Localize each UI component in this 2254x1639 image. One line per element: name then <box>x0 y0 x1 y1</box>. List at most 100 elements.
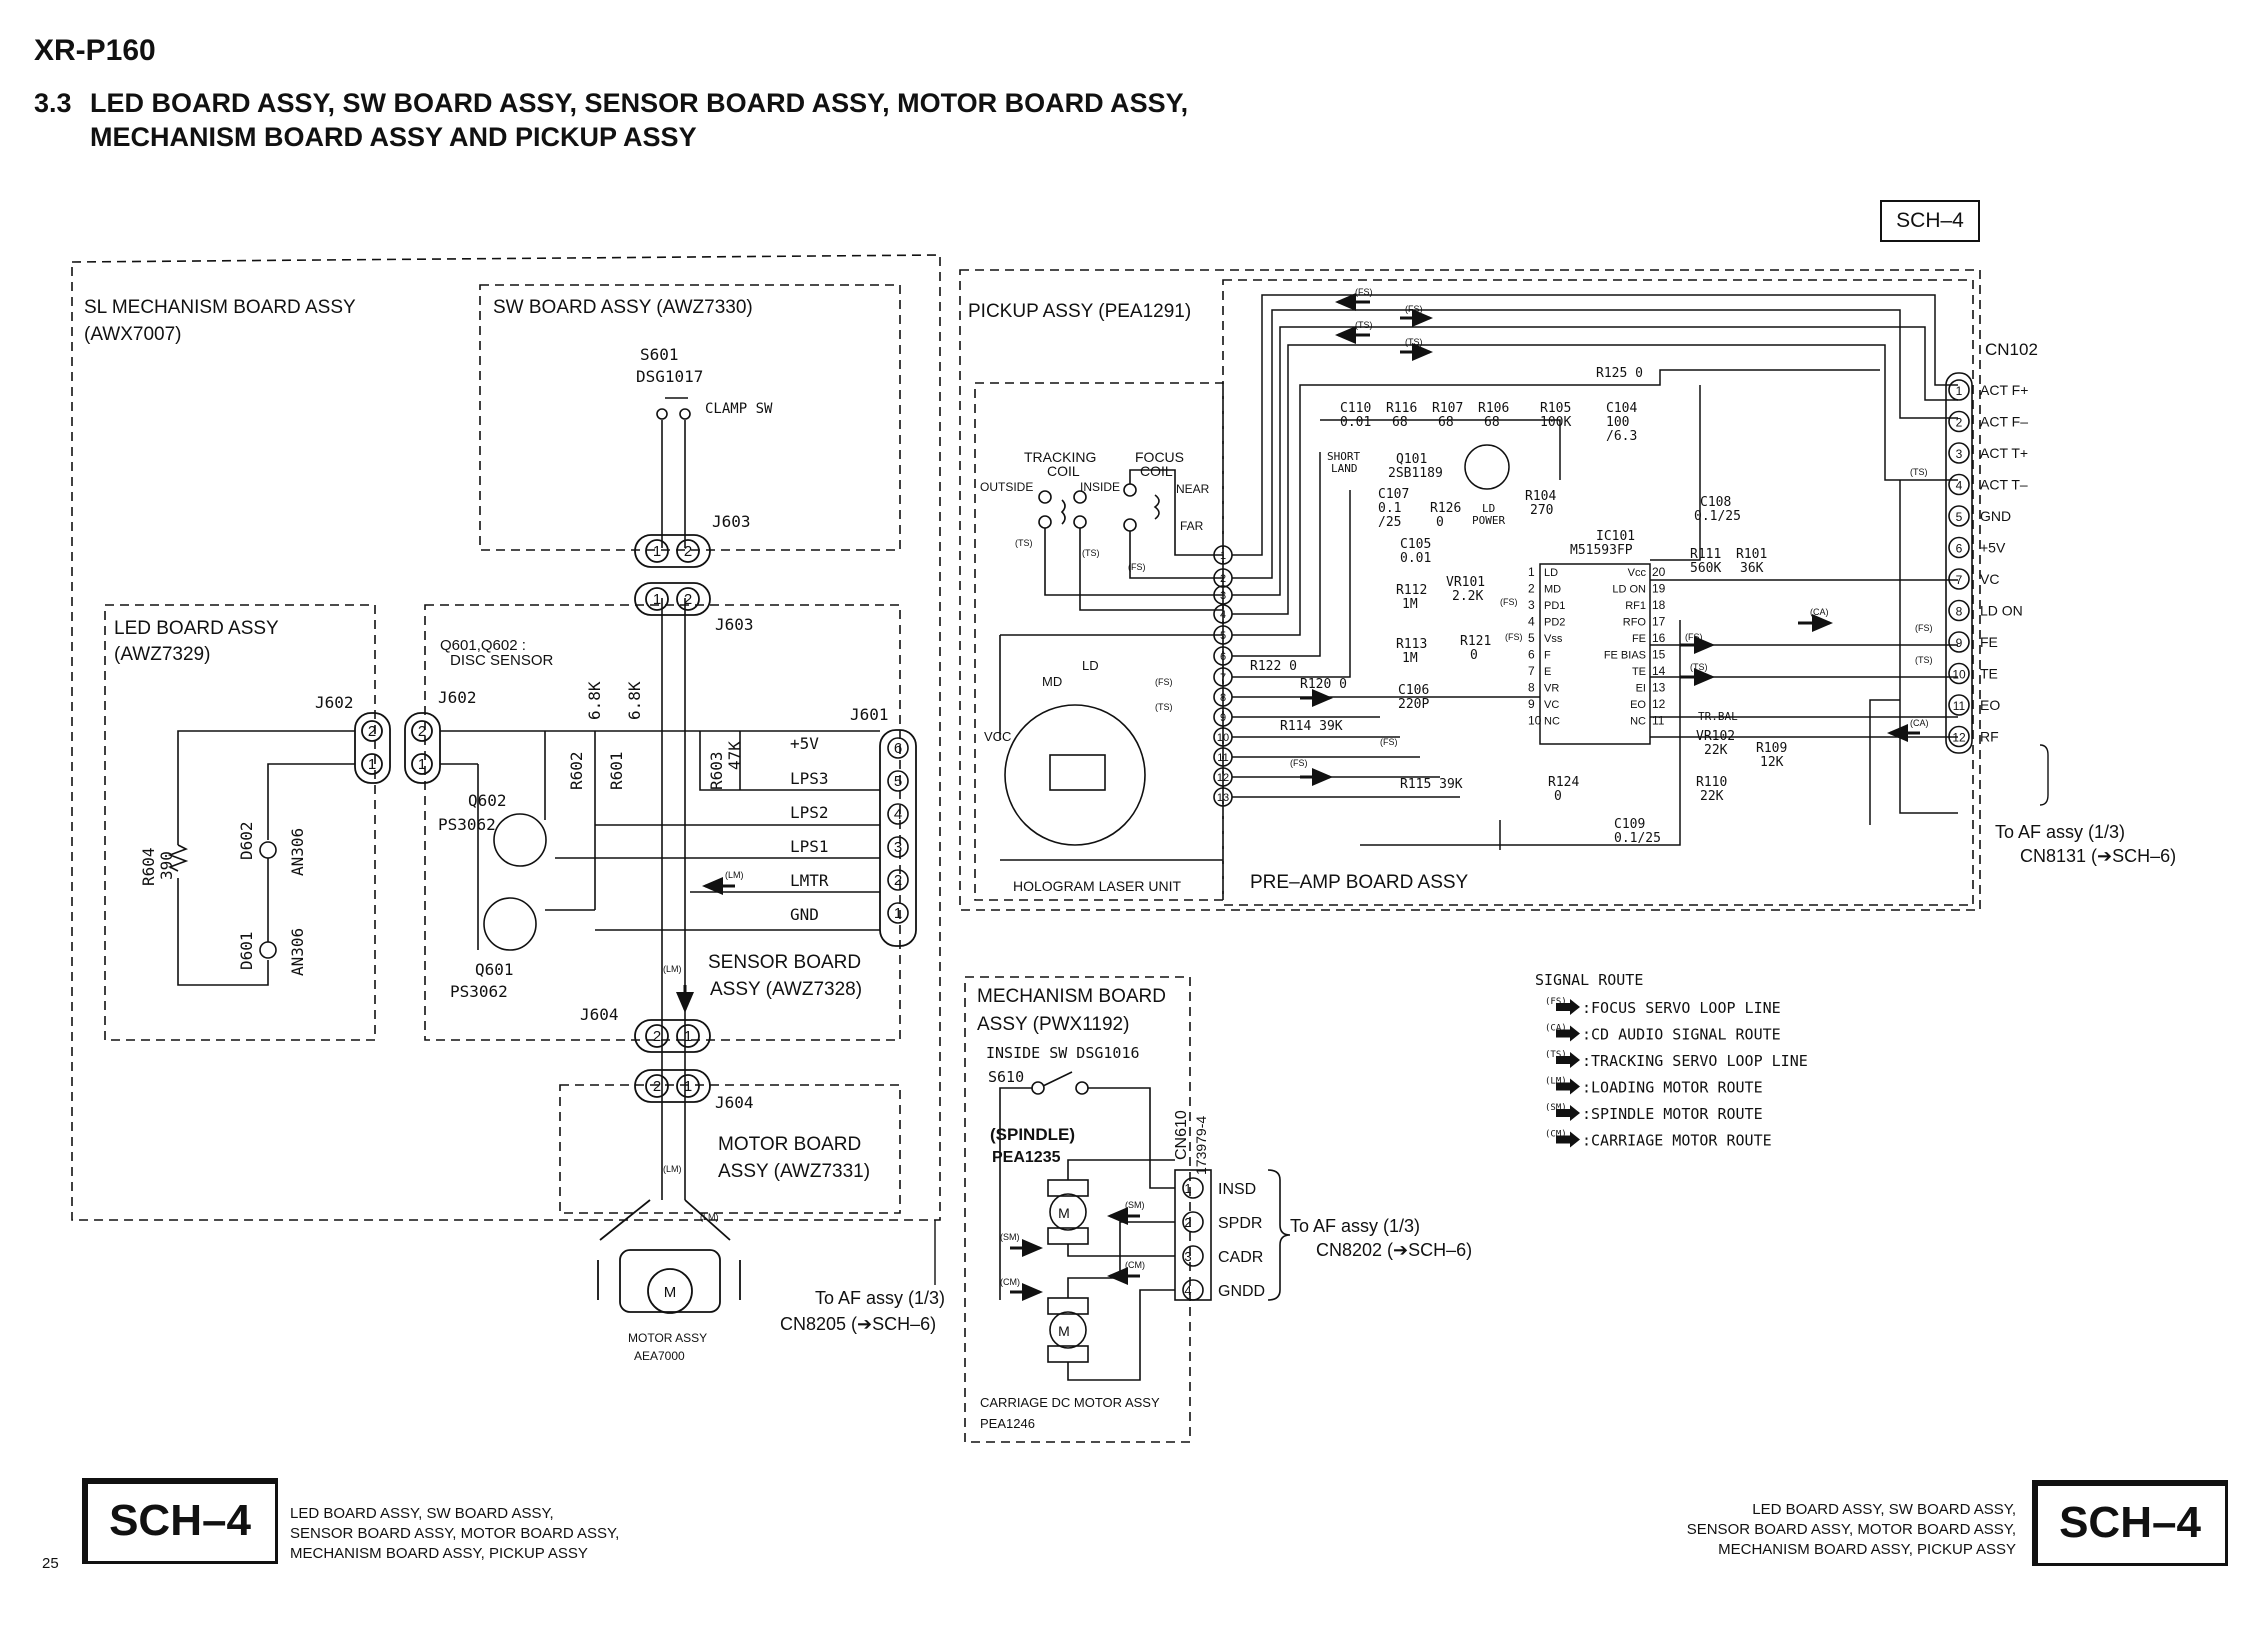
ic101-pin-num-right: 17 <box>1652 615 1666 629</box>
signal-legend: SIGNAL ROUTE (FS):FOCUS SERVO LOOP LINE(… <box>1535 971 1808 1150</box>
label-r603: R603 <box>707 751 726 790</box>
route-tag-fs-8: (FS) <box>1505 632 1523 642</box>
label-q602: Q602 <box>468 791 507 810</box>
label-near: NEAR <box>1176 482 1210 496</box>
label-r603-value: 47K <box>725 741 744 770</box>
footer-sch-right: SCH–4 <box>2032 1480 2228 1566</box>
cn102-pin-label: TE <box>1980 666 1998 682</box>
label-motor-assy: MOTOR ASSY <box>628 1331 707 1345</box>
svg-text:5: 5 <box>894 773 902 790</box>
svg-text:2: 2 <box>653 1028 661 1045</box>
svg-text:2: 2 <box>684 591 692 608</box>
route-tag-ts-8: (TS) <box>1910 467 1928 477</box>
svg-text:8: 8 <box>1220 692 1226 704</box>
svg-text:1: 1 <box>1184 1181 1191 1196</box>
ic101-pin-label-right: FE <box>1632 633 1646 645</box>
svg-text:2: 2 <box>1220 573 1226 585</box>
label-carriage: CARRIAGE DC MOTOR ASSY <box>980 1395 1160 1410</box>
cn102-pin <box>1948 662 1970 685</box>
label-r120: R120 0 <box>1300 677 1347 692</box>
label-disc-sensor: DISC SENSOR <box>450 652 554 669</box>
route-tag-ts-1: (TS) <box>1355 320 1373 330</box>
label-r113-value: 1M <box>1402 651 1418 666</box>
ic101-pin-num-left: 2 <box>1528 582 1535 596</box>
cn102-pin-number: 7 <box>1956 573 1963 587</box>
label-cn8131: CN8131 (➔SCH–6) <box>2020 846 2176 866</box>
cn102-pin-label: ACT T+ <box>1980 445 2028 461</box>
ic101-pin-label-right: RFO <box>1623 617 1647 629</box>
label-cn610: CN610 <box>1173 1110 1190 1160</box>
label-r111: R111 <box>1690 547 1721 562</box>
label-tracking-coil: COIL <box>1047 463 1080 479</box>
sensor-board-text: J603 J603 Q601,Q602 : DISC SENSOR J602 J… <box>315 512 889 1112</box>
legend-tag: (CM) <box>1545 1130 1567 1140</box>
model-number: XR-P160 <box>34 34 156 67</box>
ic101-pin-label-right: LD ON <box>1612 584 1646 596</box>
label-s601: S601 <box>640 345 679 364</box>
label-insd: INSD <box>1218 1181 1256 1198</box>
ic101-pin-label-left: LD <box>1544 567 1558 579</box>
legend-title: SIGNAL ROUTE <box>1535 971 1643 989</box>
label-sl-mech-board: SL MECHANISM BOARD ASSY <box>84 297 356 318</box>
legend-arrow-icon <box>1556 999 1580 1015</box>
j601-pins <box>887 737 909 924</box>
cn102-pin <box>1948 725 1970 748</box>
svg-text:4: 4 <box>1184 1283 1191 1298</box>
ic101-pin-label-left: VR <box>1544 683 1559 695</box>
svg-text:3: 3 <box>1184 1249 1191 1264</box>
route-tag-lm-4: (LM) <box>700 1212 719 1222</box>
label-cn102: CN102 <box>1985 340 2038 359</box>
label-j604-bottom: J604 <box>715 1093 754 1112</box>
label-d602: D602 <box>237 821 256 860</box>
ic101-pin-label-left: MD <box>1544 584 1561 596</box>
ic101-pin-num-left: 10 <box>1528 714 1542 728</box>
label-far: FAR <box>1180 519 1204 533</box>
route-tag-ca-2: (CA) <box>1910 718 1929 728</box>
svg-text:4: 4 <box>894 806 902 823</box>
label-r602-value: 6.8K <box>585 681 604 720</box>
ic101-pin-num-left: 7 <box>1528 664 1535 678</box>
ic101-pin-num-left: 4 <box>1528 615 1535 629</box>
motor-assy-loading <box>597 1199 741 1314</box>
label-plus5v: +5V <box>790 734 819 753</box>
route-tag-lm-3: (LM) <box>663 1164 682 1174</box>
j601-pin-numbers: 654 321 <box>894 740 902 922</box>
ic101-pin-num-right: 14 <box>1652 664 1666 678</box>
label-preamp-board: PRE–AMP BOARD ASSY <box>1250 872 1469 893</box>
label-r112: R112 <box>1396 583 1427 598</box>
label-c106: C106 <box>1398 683 1429 698</box>
svg-text:9: 9 <box>1220 712 1226 724</box>
label-r124: R124 <box>1548 775 1579 790</box>
svg-text:1: 1 <box>684 1028 692 1045</box>
ic101-pin-label-right: TE <box>1632 666 1646 678</box>
cn102-pin-label: FE <box>1980 634 1998 650</box>
footer-desc-right-3: MECHANISM BOARD ASSY, PICKUP ASSY <box>1718 1541 2016 1558</box>
label-focus-coil: COIL <box>1140 463 1173 479</box>
label-r126: R126 <box>1430 501 1461 516</box>
cn102-pin-number: 3 <box>1956 447 1963 461</box>
svg-text:1: 1 <box>1220 550 1226 562</box>
label-pea1246: PEA1246 <box>980 1416 1035 1431</box>
label-j601: J601 <box>850 705 889 724</box>
label-led-part: (AWZ7329) <box>114 644 210 665</box>
spindle-motor-symbol: M <box>1058 1205 1070 1221</box>
ic101-pin-label-left: PD1 <box>1544 600 1565 612</box>
svg-text:10: 10 <box>1217 732 1229 744</box>
label-pickup-assy: PICKUP ASSY (PEA1291) <box>968 301 1191 322</box>
mechanism-board-text: INSIDE SW DSG1016 S610 (SPINDLE) PEA1235… <box>980 1044 1472 1431</box>
label-gnd-sensor: GND <box>790 905 819 924</box>
label-inside-sw: INSIDE SW DSG1016 <box>986 1044 1140 1062</box>
label-c108-value: 0.1/25 <box>1694 509 1741 524</box>
label-ps3062-bottom: PS3062 <box>450 982 508 1001</box>
label-r109: R109 <box>1756 741 1787 756</box>
label-r116: R116 <box>1386 401 1417 416</box>
label-spindle: (SPINDLE) <box>990 1125 1075 1144</box>
label-sl-mech-part: (AWX7007) <box>84 324 182 345</box>
label-ic101: IC101 <box>1596 529 1635 544</box>
label-r104-value: 270 <box>1530 503 1553 518</box>
label-ic101-part: M51593FP <box>1570 543 1633 558</box>
route-tag-fs-6: (FS) <box>1380 737 1398 747</box>
route-tag-fs-7: (FS) <box>1500 597 1518 607</box>
